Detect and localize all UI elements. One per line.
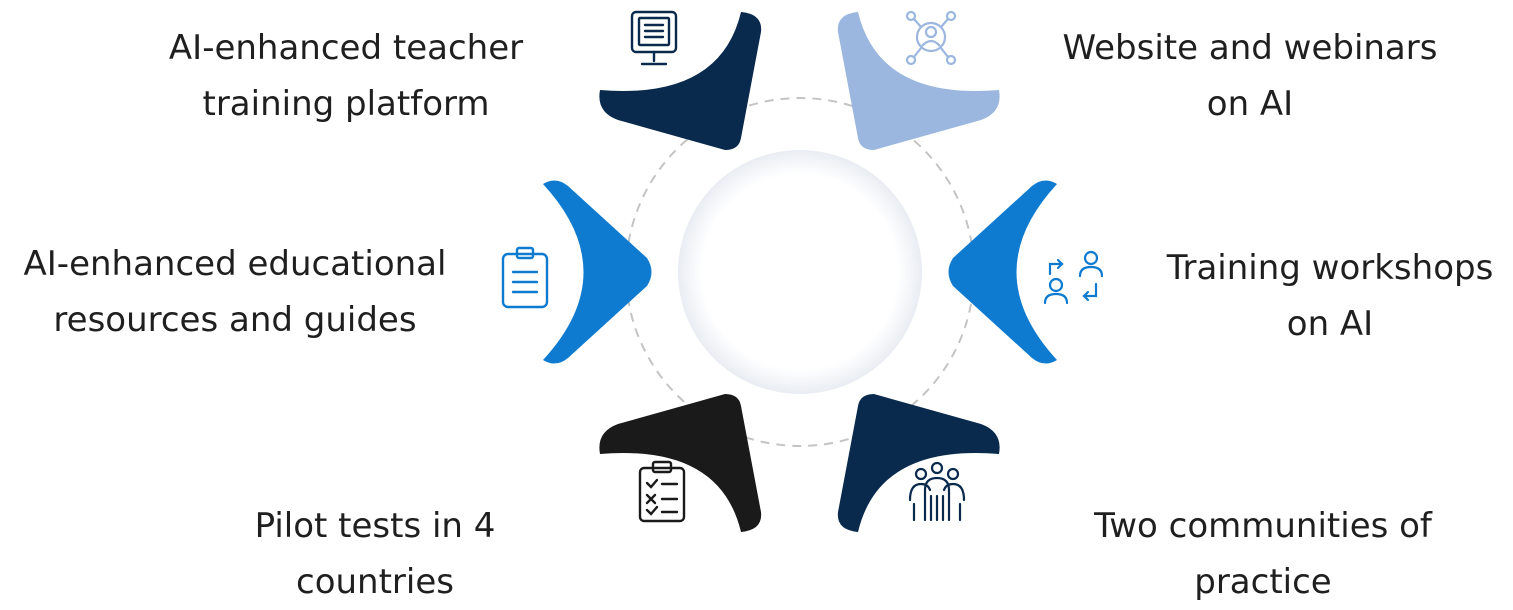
segment-pilot — [599, 394, 762, 532]
label-workshops: Training workshops on AI — [1150, 240, 1510, 352]
checklist-icon — [638, 460, 686, 523]
label-platform-line-1: AI-enhanced teacher — [168, 28, 524, 68]
exchange-people-icon — [1043, 250, 1104, 305]
network-user-icon — [905, 10, 957, 66]
label-website-line-1: Website and webinars — [1062, 28, 1438, 68]
label-pilot-line-1: Pilot tests in 4 — [254, 506, 496, 546]
label-resources: AI-enhanced educational resources and gu… — [0, 236, 470, 348]
label-communities-line-1: Two communities of — [1094, 506, 1432, 546]
monitor-icon — [630, 10, 678, 66]
label-resources-line-2: resources and guides — [53, 300, 417, 340]
label-platform: AI-enhanced teacher training platform — [146, 20, 546, 132]
label-communities-line-2: practice — [1194, 562, 1332, 602]
label-communities: Two communities of practice — [1068, 498, 1458, 610]
label-pilot: Pilot tests in 4 countries — [220, 498, 530, 610]
group-people-icon — [908, 461, 966, 522]
segment-website — [837, 12, 1000, 150]
label-platform-line-2: training platform — [202, 84, 490, 124]
segment-resources — [543, 180, 652, 364]
label-website: Website and webinars on AI — [1040, 20, 1460, 132]
segment-communities — [837, 394, 1000, 532]
label-workshops-line-2: on AI — [1286, 304, 1374, 344]
center-glow — [678, 150, 922, 394]
label-resources-line-1: AI-enhanced educational — [23, 244, 447, 284]
clipboard-icon — [501, 246, 549, 309]
label-pilot-line-2: countries — [296, 562, 454, 602]
segment-platform — [599, 12, 762, 150]
label-workshops-line-1: Training workshops — [1166, 248, 1494, 288]
segment-workshops — [948, 180, 1057, 364]
label-website-line-2: on AI — [1206, 84, 1294, 124]
